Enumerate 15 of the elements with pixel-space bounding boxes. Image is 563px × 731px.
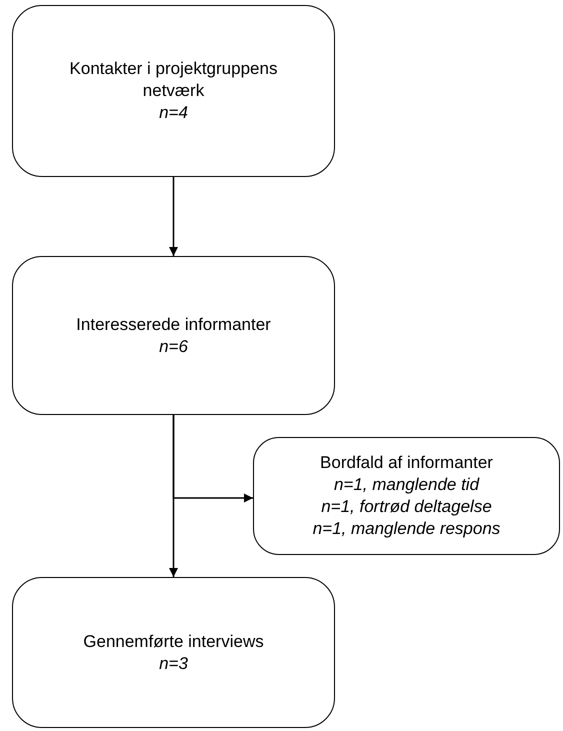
process-box — [12, 256, 335, 415]
box-title: Interesserede informanter — [76, 314, 271, 336]
count-text: n=1, manglende tid — [334, 474, 480, 496]
arrow — [169, 415, 178, 577]
count-text: n=6 — [159, 336, 188, 358]
count-text: n=4 — [159, 102, 188, 124]
process-box — [253, 437, 560, 555]
box-title: Bordfald af informanter — [320, 452, 493, 474]
count-text: n=3 — [159, 652, 188, 674]
arrow — [169, 177, 178, 256]
box-title: Gennemførte interviews — [83, 630, 264, 652]
count-text: n=1, fortrød deltagelse — [321, 496, 492, 518]
process-box — [12, 5, 335, 177]
count-text: n=1, manglende respons — [312, 518, 500, 540]
process-box — [12, 577, 335, 728]
